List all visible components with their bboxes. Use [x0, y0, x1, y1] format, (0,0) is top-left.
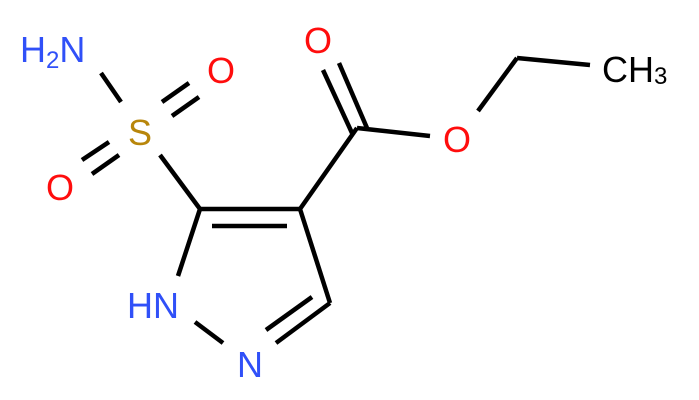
- bond-co-b: [336, 62, 370, 129]
- bond-c4-c3: [297, 208, 333, 304]
- bond-s-o1-a: [160, 81, 191, 104]
- bond-ch2-ch3: [516, 55, 591, 68]
- ring-n-label: N: [237, 344, 263, 385]
- carbonyl-o-label: O: [304, 20, 332, 61]
- bond-c-oester: [356, 125, 431, 139]
- bond-n-s: [99, 71, 123, 104]
- bond-s-o2-a: [80, 140, 111, 162]
- sulfonyl-o1-label: O: [207, 50, 235, 91]
- ring-nh-label: HN: [127, 285, 179, 326]
- atom-labels: H2N S O O HN N O O CH3: [20, 20, 667, 385]
- bond-c3-n2-inner: [264, 295, 314, 332]
- bond-co-a: [320, 69, 355, 134]
- bond-s-o2-b: [90, 153, 121, 176]
- bond-s-c5: [158, 153, 202, 211]
- sulfur-label: S: [128, 112, 152, 153]
- bonds: [80, 55, 591, 345]
- bond-c4-carbonyl: [298, 126, 359, 211]
- bond-c5-n1: [175, 208, 203, 277]
- methyl-label: CH3: [602, 49, 667, 90]
- bond-s-o1-b: [170, 95, 201, 118]
- bond-o-ch2: [476, 56, 519, 113]
- bond-c3-n2: [274, 301, 332, 345]
- bond-n1-n2: [193, 320, 225, 345]
- sulfonyl-o2-label: O: [46, 167, 74, 208]
- ester-o-label: O: [443, 119, 471, 160]
- amine-label: H2N: [20, 29, 85, 74]
